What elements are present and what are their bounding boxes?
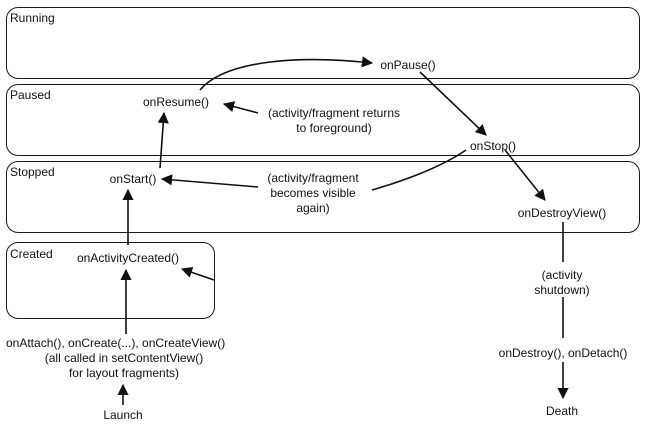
arrow-stop-curve [371, 149, 467, 191]
note-shutdown-line1: (activity [541, 268, 583, 282]
note-returns-line1: (activity/fragment returns [267, 106, 401, 120]
note-visible-line1: (activity/fragment [267, 171, 359, 185]
state-paused-label: Paused [10, 88, 51, 102]
callback-on-attach-line2: (all called in setContentView() [44, 351, 204, 365]
callback-on-pause: onPause() [380, 58, 436, 72]
note-shutdown-line2: shutdown) [534, 283, 590, 297]
callback-on-attach-line3: for layout fragments) [68, 366, 180, 380]
launch-label: Launch [103, 408, 143, 422]
arrow-visible-to-start [160, 174, 259, 188]
callback-on-activity-created: onActivityCreated() [76, 251, 180, 265]
state-running-label: Running [10, 11, 55, 25]
state-stopped-box [6, 161, 640, 233]
state-running-box [6, 7, 640, 79]
callback-on-destroy-view: onDestroyView() [517, 206, 607, 220]
death-label: Death [545, 404, 579, 418]
arrow-foreground-to-resume [222, 101, 259, 114]
arrow-pause-to-stop [419, 71, 487, 136]
note-returns-line2: to foreground) [296, 121, 372, 135]
arrow-start-to-resume [157, 111, 169, 169]
arrow-resume-to-pause [199, 56, 374, 91]
state-created-box [6, 242, 215, 319]
callback-on-resume: onResume() [142, 95, 210, 109]
callback-on-attach-line1: onAttach(), onCreate(...), onCreateView(… [6, 336, 226, 350]
arrow-stop-to-destroy-view [504, 149, 546, 201]
callback-on-stop: onStop() [469, 139, 517, 153]
state-stopped-label: Stopped [10, 165, 55, 179]
arrow-into-created [180, 266, 215, 281]
state-created-label: Created [10, 247, 53, 261]
callback-on-destroy: onDestroy(), onDetach() [498, 346, 628, 360]
callback-on-start: onStart() [109, 172, 157, 186]
note-visible-line3: again) [296, 201, 330, 215]
note-visible-line2: becomes visible [270, 186, 356, 200]
state-paused-box [6, 84, 640, 156]
